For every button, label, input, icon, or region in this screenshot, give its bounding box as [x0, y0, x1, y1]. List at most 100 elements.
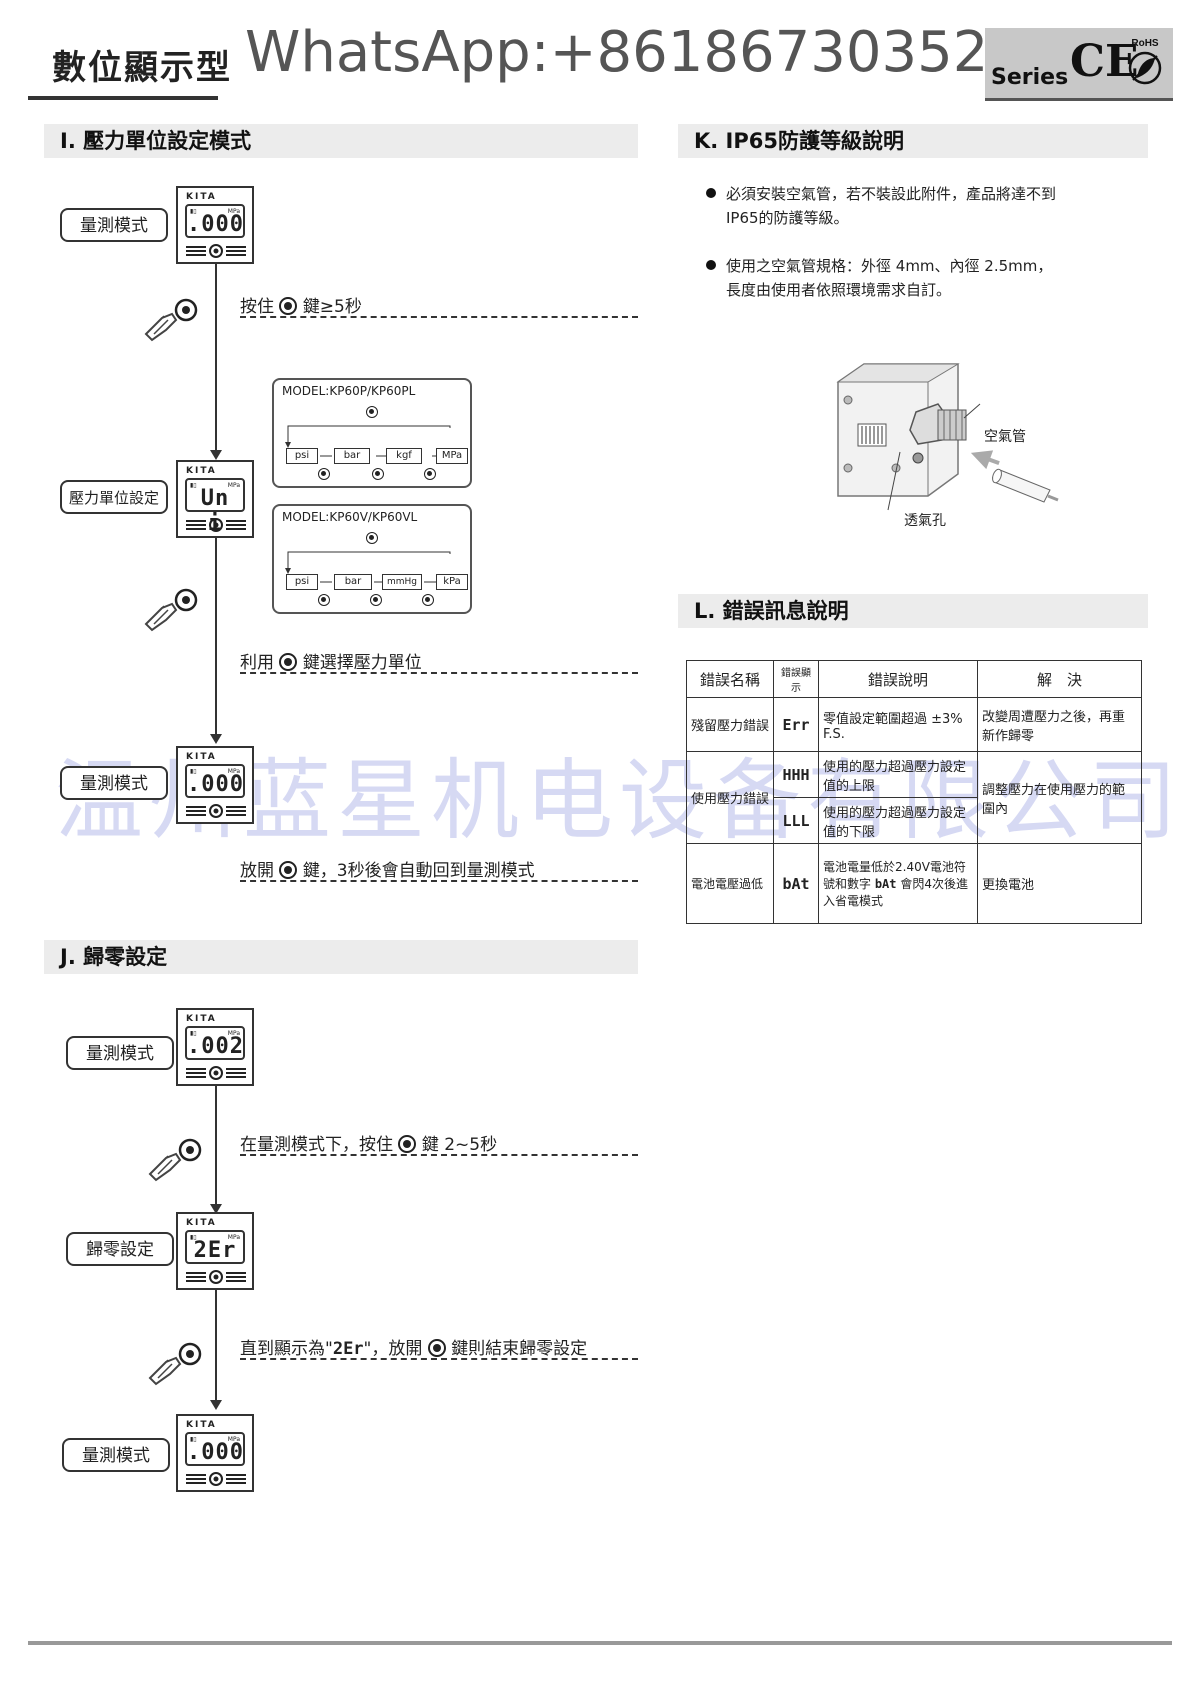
label-air-tube: 空氣管 — [984, 429, 1026, 445]
device-display-1: KITA ▮▯MPa.000 — [176, 186, 254, 264]
lcd-value: .002 — [187, 1034, 244, 1059]
step-select-unit: 利用 鍵選擇壓力單位 — [240, 653, 422, 673]
cell-desc: 零值設定範圍超過 ±3% F.S. — [818, 697, 978, 752]
flow-arrow — [210, 1204, 222, 1214]
sensor-tube-illustration — [836, 363, 1059, 511]
table-header-row: 錯誤名稱 錯誤顯示 錯誤說明 解 決 — [686, 660, 1142, 698]
set-button-icon — [366, 406, 378, 418]
cell-fix: 改變周遭壓力之後，再重新作歸零 — [977, 697, 1142, 752]
unit-psi: psi — [286, 448, 318, 464]
table-row: 電池電壓過低 bAt 電池電量低於2.40V電池符號和數字 bAt 會閃4次後進… — [686, 843, 1142, 924]
button-bar-icon — [186, 244, 246, 258]
ce-mark: CE — [1070, 36, 1139, 87]
cell-fix: 更換電池 — [977, 843, 1142, 924]
mode-measure-3: 量測模式 — [66, 1036, 174, 1070]
error-table: 錯誤名稱 錯誤顯示 錯誤說明 解 決 殘留壓力錯誤 Err 零值設定範圍超過 ±… — [686, 660, 1142, 924]
cell-name: 使用壓力錯誤 — [686, 751, 774, 844]
col-error-desc: 錯誤說明 — [818, 660, 978, 698]
series-badge: Series CE RoHS — [985, 28, 1173, 101]
unit-bar: bar — [334, 574, 372, 590]
unit-mmhg: mmHg — [382, 574, 422, 590]
section-j-header: J. 歸零設定 — [44, 940, 638, 974]
lcd-screen: ▮▯MPa.000 — [185, 1432, 245, 1466]
device-display-6: KITA ▮▯MPa.000 — [176, 1414, 254, 1492]
lcd-screen: ▮▯MPa.000 — [185, 764, 245, 798]
set-button-icon — [366, 532, 378, 544]
flow-line — [215, 264, 217, 450]
unit-psi: psi — [286, 574, 318, 590]
dash-line — [240, 316, 638, 318]
mode-measure-4: 量測模式 — [62, 1438, 170, 1472]
flow-line — [215, 1290, 217, 1400]
set-button-icon — [279, 861, 298, 879]
col-solution: 解 決 — [977, 660, 1142, 698]
unit-mpa: MPa — [436, 448, 468, 464]
set-button-icon — [398, 1135, 417, 1153]
series-label: Series — [991, 65, 1069, 90]
step-hold-2-5s: 在量測模式下，按住 鍵 2~5秒 — [240, 1135, 498, 1155]
set-button-icon — [370, 594, 382, 606]
whatsapp-banner: WhatsApp:+8618673035214 — [245, 20, 1060, 85]
cell-code: LLL — [773, 797, 819, 844]
unit-bar: bar — [334, 448, 370, 464]
cell-desc: 電池電量低於2.40V電池符號和數字 bAt 會閃4次後進入省電模式 — [818, 843, 978, 924]
button-bar-icon — [186, 804, 246, 818]
model-p-box: MODEL:KP60P/KP60PL psi bar kgf MPa — [272, 378, 472, 488]
cell-code: HHH — [773, 751, 819, 798]
dash-line — [240, 1154, 638, 1156]
title-underline — [28, 96, 218, 100]
mode-measure-1: 量測模式 — [60, 208, 168, 242]
col-error-name: 錯誤名稱 — [686, 660, 774, 698]
flow-line — [215, 1086, 217, 1204]
press-hand-icon — [144, 588, 198, 632]
lcd-screen: ▮▯MPa.002 — [185, 1026, 245, 1060]
device-brand: KITA — [186, 192, 217, 202]
bullet-tube-spec: 使用之空氣管規格：外徑 4mm、內徑 2.5mm， 長度由使用者依照環境需求自訂… — [706, 254, 1052, 302]
cell-fix: 調整壓力在使用壓力的範圍內 — [977, 751, 1142, 844]
model-p-label: MODEL:KP60P/KP60PL — [282, 384, 416, 398]
button-bar-icon — [186, 518, 246, 532]
label-vent-hole: 透氣孔 — [904, 513, 946, 529]
cell-name: 殘留壓力錯誤 — [686, 697, 774, 752]
step-release: 放開 鍵，3秒後會自動回到量測模式 — [240, 861, 535, 881]
model-v-box: MODEL:KP60V/KP60VL psi bar mmHg kPa — [272, 504, 472, 614]
rohs-text: RoHS — [1131, 38, 1159, 49]
lcd-value: .000 — [187, 772, 244, 797]
device-display-4: KITA ▮▯MPa.002 — [176, 1008, 254, 1086]
lcd-value: 2Er — [193, 1238, 237, 1263]
lcd-value: .000 — [187, 1440, 244, 1465]
footer-line — [28, 1641, 1172, 1645]
cell-desc: 使用的壓力超過壓力設定值的下限 — [818, 797, 978, 844]
set-button-icon — [422, 594, 434, 606]
button-bar-icon — [186, 1472, 246, 1486]
table-row: LLL 使用的壓力超過壓力設定值的下限 — [687, 797, 1142, 844]
cell-code: bAt — [773, 843, 819, 924]
press-hand-icon — [148, 1342, 202, 1386]
table-row: 使用壓力錯誤 HHH 使用的壓力超過壓力設定值的上限 調整壓力在使用壓力的範圍內 — [686, 751, 1142, 844]
cell-desc: 使用的壓力超過壓力設定值的上限 — [818, 751, 978, 798]
section-k-header: K. IP65防護等級說明 — [678, 124, 1148, 158]
bullet-icon — [706, 260, 716, 270]
set-button-icon — [372, 468, 384, 480]
model-v-label: MODEL:KP60V/KP60VL — [282, 510, 418, 524]
flow-arrow — [210, 450, 222, 460]
dash-line — [240, 880, 638, 882]
table-row: 殘留壓力錯誤 Err 零值設定範圍超過 ±3% F.S. 改變周遭壓力之後，再重… — [686, 697, 1142, 752]
step-hold-5s: 按住 鍵≥5秒 — [240, 297, 362, 317]
mode-unit-setting: 壓力單位設定 — [60, 480, 168, 514]
unit-kgf: kgf — [386, 448, 422, 464]
press-hand-icon — [144, 298, 198, 342]
dash-line — [240, 672, 638, 674]
set-button-icon — [318, 594, 330, 606]
rohs-icon: RoHS — [1128, 38, 1162, 85]
set-button-icon — [279, 653, 298, 671]
bullet-icon — [706, 188, 716, 198]
unit-kpa: kPa — [436, 574, 468, 590]
page-title: 數位顯示型 — [52, 48, 232, 88]
lcd-value: .000 — [187, 212, 244, 237]
cell-code: Err — [773, 697, 819, 752]
dash-line — [240, 1358, 638, 1360]
